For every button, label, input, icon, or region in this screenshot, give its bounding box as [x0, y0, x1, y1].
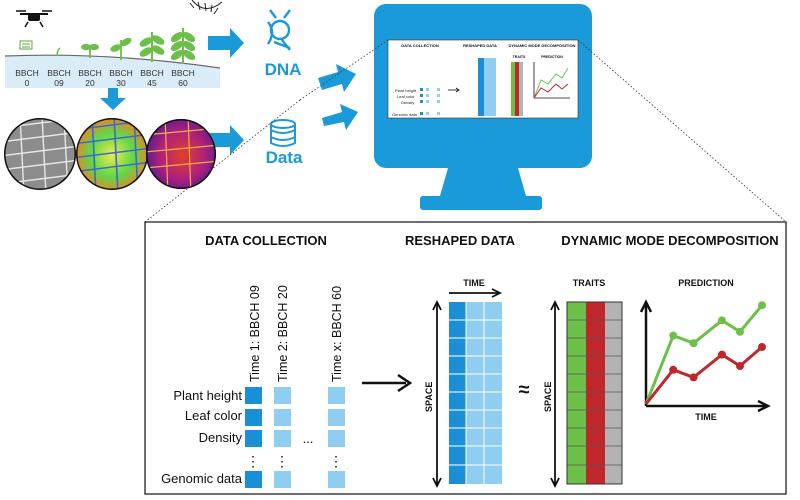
- plant-stage-45-icon: [139, 32, 165, 62]
- prediction-point-green: [717, 316, 726, 325]
- traits-space-arrow: [550, 299, 560, 489]
- prediction-point-green: [689, 339, 698, 348]
- bbch-num: 30: [116, 78, 126, 88]
- arrow-to-data: [208, 125, 244, 155]
- approx-sign: ≈: [519, 379, 530, 401]
- data-label: Data: [266, 148, 303, 167]
- time1-cells: [245, 387, 262, 488]
- timex-cells: [328, 387, 345, 488]
- drone-icon: [16, 10, 52, 28]
- monitor-screen-preview: DATA COLLECTION RESHAPED DATA DYNAMIC MO…: [392, 43, 576, 117]
- bbch-label: BBCH: [78, 68, 102, 78]
- time2-cells: [274, 387, 291, 488]
- prediction-point-red: [669, 365, 678, 374]
- dna-label: DNA: [265, 60, 302, 79]
- prediction-series: [644, 301, 766, 405]
- bbch-label: BBCH: [15, 68, 39, 78]
- prediction-point-green: [669, 331, 678, 340]
- sun-icon: [189, 0, 223, 15]
- bbch-num: 0: [25, 78, 30, 88]
- preview-row-label: Leaf color: [397, 94, 415, 99]
- preview-row-label: Genomic data: [392, 112, 418, 117]
- row-label-leaf-color: Leaf color: [185, 408, 243, 423]
- prediction-point-green: [735, 327, 744, 336]
- traits-matrix: [566, 301, 623, 485]
- zoom-guide-lines: [144, 39, 787, 223]
- row-label-genomic-data: Genomic data: [161, 471, 243, 486]
- thermal-field-image: [146, 119, 216, 189]
- panel-reshaped-data-title: RESHAPED DATA: [405, 233, 516, 248]
- prediction-axes: [639, 299, 771, 413]
- time-header-x: Time x: BBCH 60: [330, 286, 344, 382]
- plant-stage-09-icon: [56, 47, 61, 57]
- traits-space-label: SPACE: [543, 382, 553, 412]
- reshape-arrow: [362, 373, 413, 393]
- plant-stage-0-icon: [19, 40, 33, 50]
- prediction-point-green: [758, 301, 766, 310]
- traits-title: TRAITS: [573, 278, 606, 288]
- prediction-title: PREDICTION: [678, 278, 734, 288]
- dna-icon: [266, 9, 291, 51]
- plant-stage-60-icon: [170, 28, 196, 64]
- prediction-point-red: [735, 362, 744, 370]
- ellipsis-horizontal: ...: [303, 431, 314, 446]
- rgb-field-image: [76, 118, 148, 190]
- panel-dmd-title: DYNAMIC MODE DECOMPOSITION: [561, 233, 778, 248]
- bbch-label: BBCH: [171, 68, 195, 78]
- time-header-1: Time 1: BBCH 09: [248, 285, 262, 382]
- bbch-label: BBCH: [47, 68, 71, 78]
- preview-row-label: Plant height: [395, 88, 417, 93]
- reshaped-time-arrow: [449, 288, 503, 298]
- plant-stage-20-icon: [81, 43, 99, 58]
- reshaped-matrix: [449, 302, 502, 484]
- prediction-point-red: [689, 373, 698, 382]
- grayscale-field-image: [4, 118, 76, 190]
- bbch-num: 45: [147, 78, 157, 88]
- time-header-2: Time 2: BBCH 20: [276, 285, 290, 382]
- reshaped-space-arrow: [432, 299, 442, 489]
- prediction-xlabel: TIME: [695, 412, 717, 422]
- down-arrow: [100, 88, 126, 110]
- preview-prediction-title: PREDICTION: [541, 55, 563, 59]
- bbch-stage-labels: BBCH 0 BBCH 09 BBCH 20 BBCH 30 BBCH 45 B…: [15, 68, 195, 88]
- prediction-line-green: [644, 304, 764, 405]
- preview-col2-title: RESHAPED DATA: [463, 43, 497, 48]
- prediction-line-red: [644, 345, 763, 405]
- preview-col3-title: DYNAMIC MODE DECOMPOSITION: [509, 43, 576, 48]
- arrow-data-to-monitor: [322, 104, 358, 130]
- prediction-point-red: [717, 350, 726, 359]
- field-ground: [5, 55, 220, 88]
- preview-traits-title: TRAITS: [513, 55, 526, 59]
- bbch-label: BBCH: [109, 68, 133, 78]
- preview-col1-title: DATA COLLECTION: [401, 43, 439, 48]
- reshaped-time-label: TIME: [463, 278, 485, 288]
- prediction-point-red: [758, 343, 766, 351]
- preview-row-label: Density: [401, 100, 414, 105]
- plant-stage-30-icon: [110, 37, 132, 60]
- bbch-num: 09: [54, 78, 64, 88]
- reshaped-space-label: SPACE: [424, 382, 434, 412]
- arrow-dna-to-monitor: [318, 64, 356, 92]
- ellipsis-vertical: ⋮: [329, 453, 343, 469]
- bbch-num: 60: [178, 78, 188, 88]
- bbch-label: BBCH: [140, 68, 164, 78]
- arrow-to-dna: [208, 28, 244, 58]
- bbch-num: 20: [85, 78, 95, 88]
- database-icon: [270, 119, 296, 147]
- ellipsis-vertical: ⋮: [246, 453, 260, 469]
- row-label-density: Density: [199, 430, 243, 445]
- panel-data-collection-title: DATA COLLECTION: [205, 233, 327, 248]
- ellipsis-vertical: ⋮: [275, 453, 289, 469]
- row-label-plant-height: Plant height: [173, 388, 242, 403]
